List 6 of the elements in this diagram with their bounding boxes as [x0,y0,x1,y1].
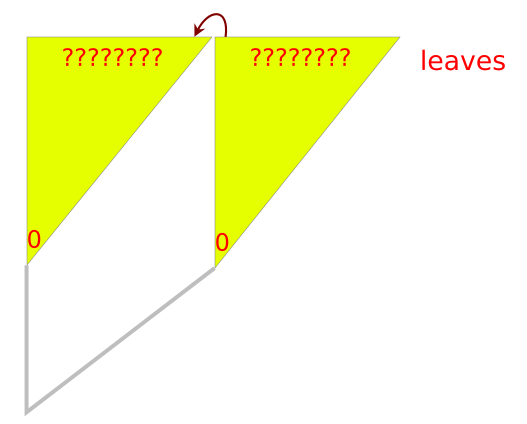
node-label: 0 [28,230,40,248]
curved-arrow [194,13,228,37]
tree-line [24,265,216,416]
node-label: 0 [216,232,228,252]
node-label: ???????? [251,48,350,66]
node-label: ???????? [63,48,162,66]
